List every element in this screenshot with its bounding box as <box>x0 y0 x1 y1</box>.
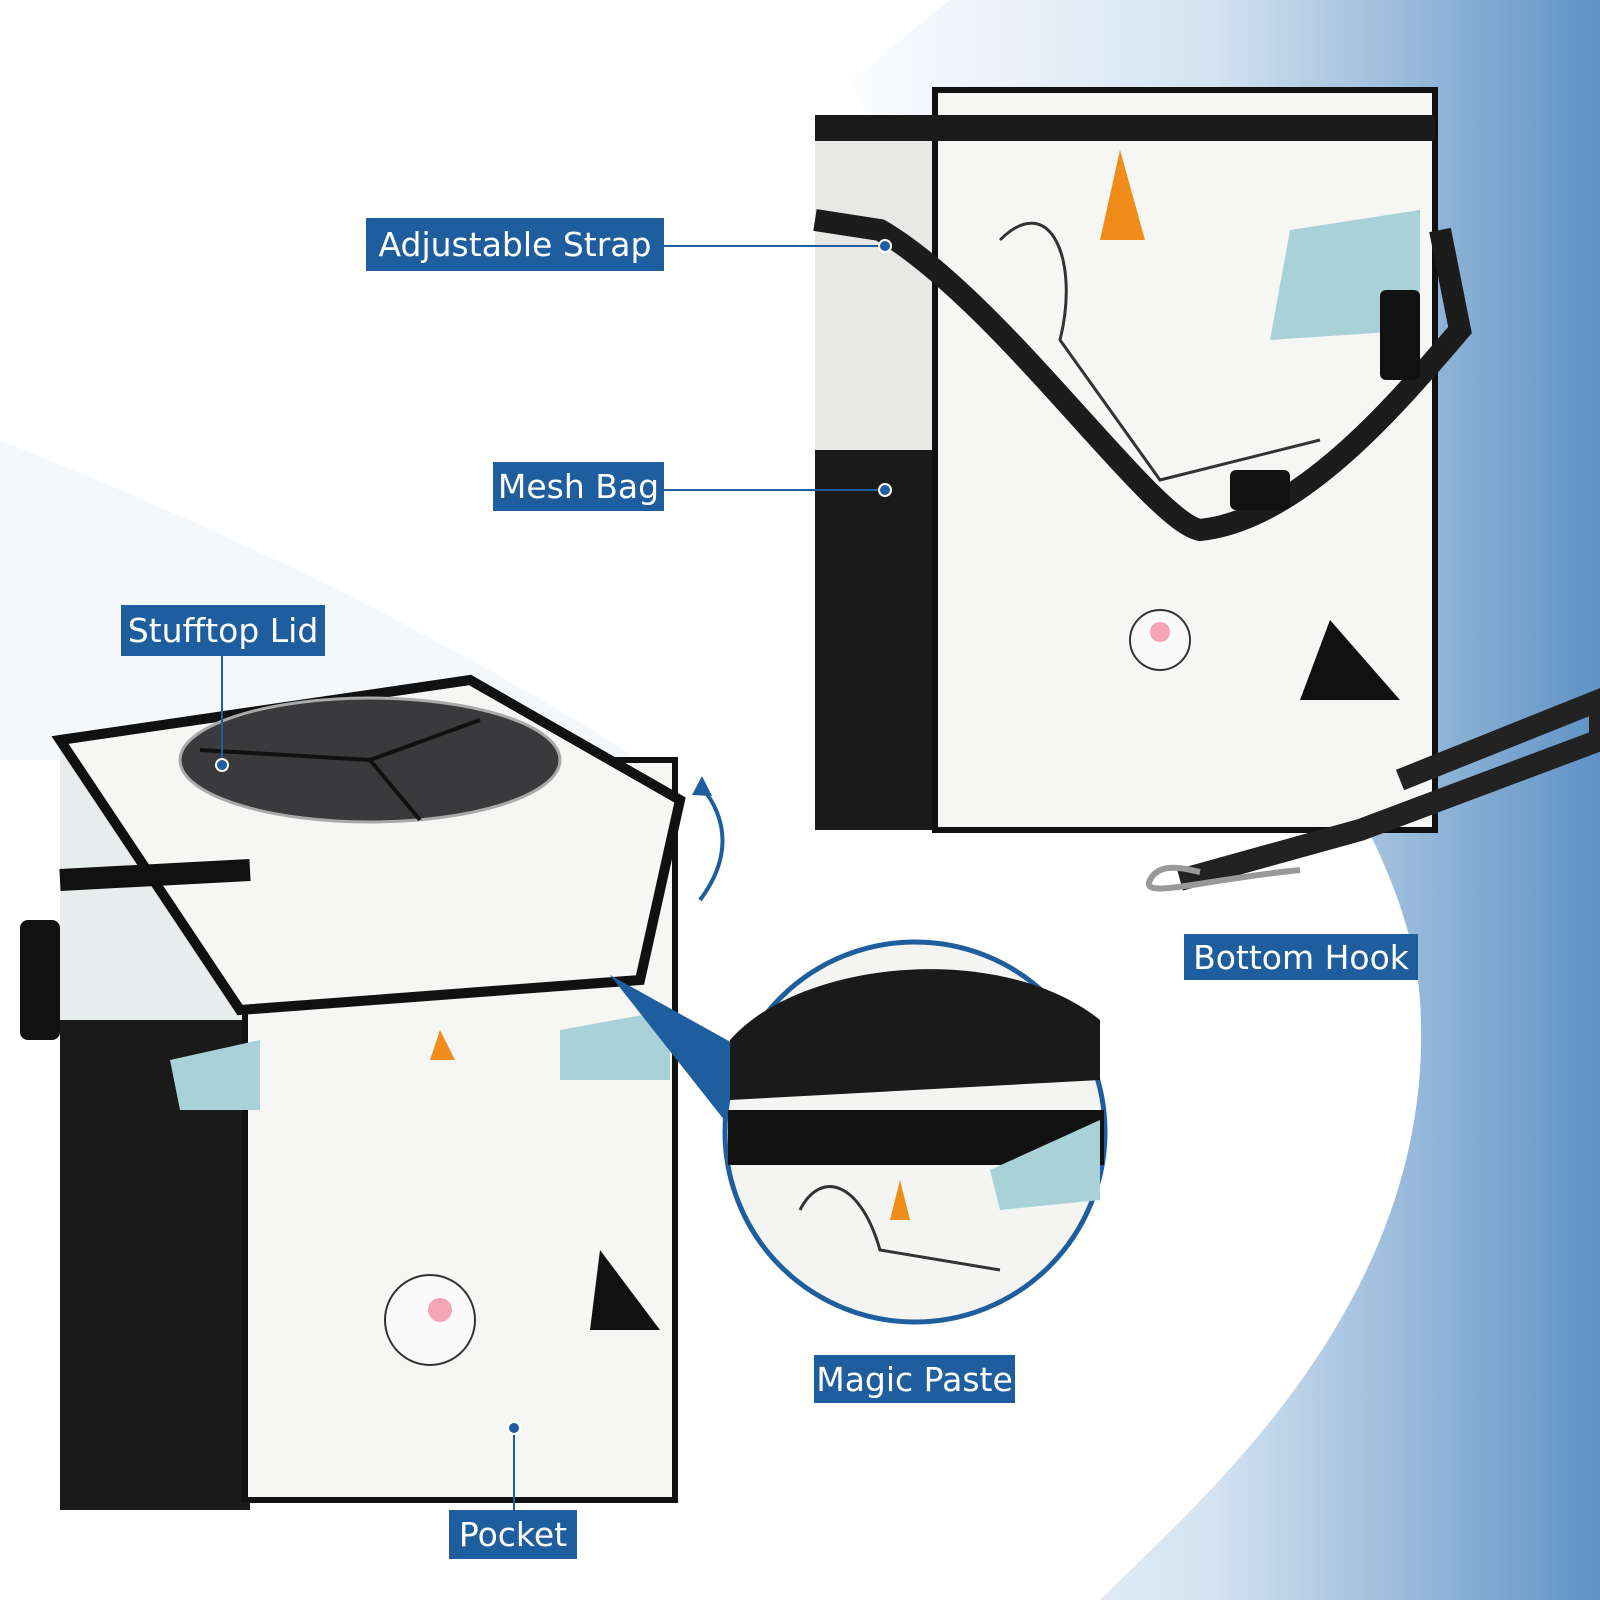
bag-front-view <box>20 674 725 1510</box>
adjustable-strap-label: Adjustable Strap <box>366 218 664 271</box>
pocket-label: Pocket <box>449 1510 577 1559</box>
magic-paste-label: Magic Paste <box>814 1355 1015 1403</box>
magic-paste-detail <box>610 939 1108 1325</box>
bottom-hook-label: Bottom Hook <box>1184 934 1418 980</box>
stufftop-lid-label: Stufftop Lid <box>121 605 325 656</box>
leader-lines <box>215 239 892 1510</box>
mesh-bag-label: Mesh Bag <box>493 462 664 511</box>
bag-side-view <box>813 87 1600 892</box>
background-wave <box>0 0 1600 440</box>
